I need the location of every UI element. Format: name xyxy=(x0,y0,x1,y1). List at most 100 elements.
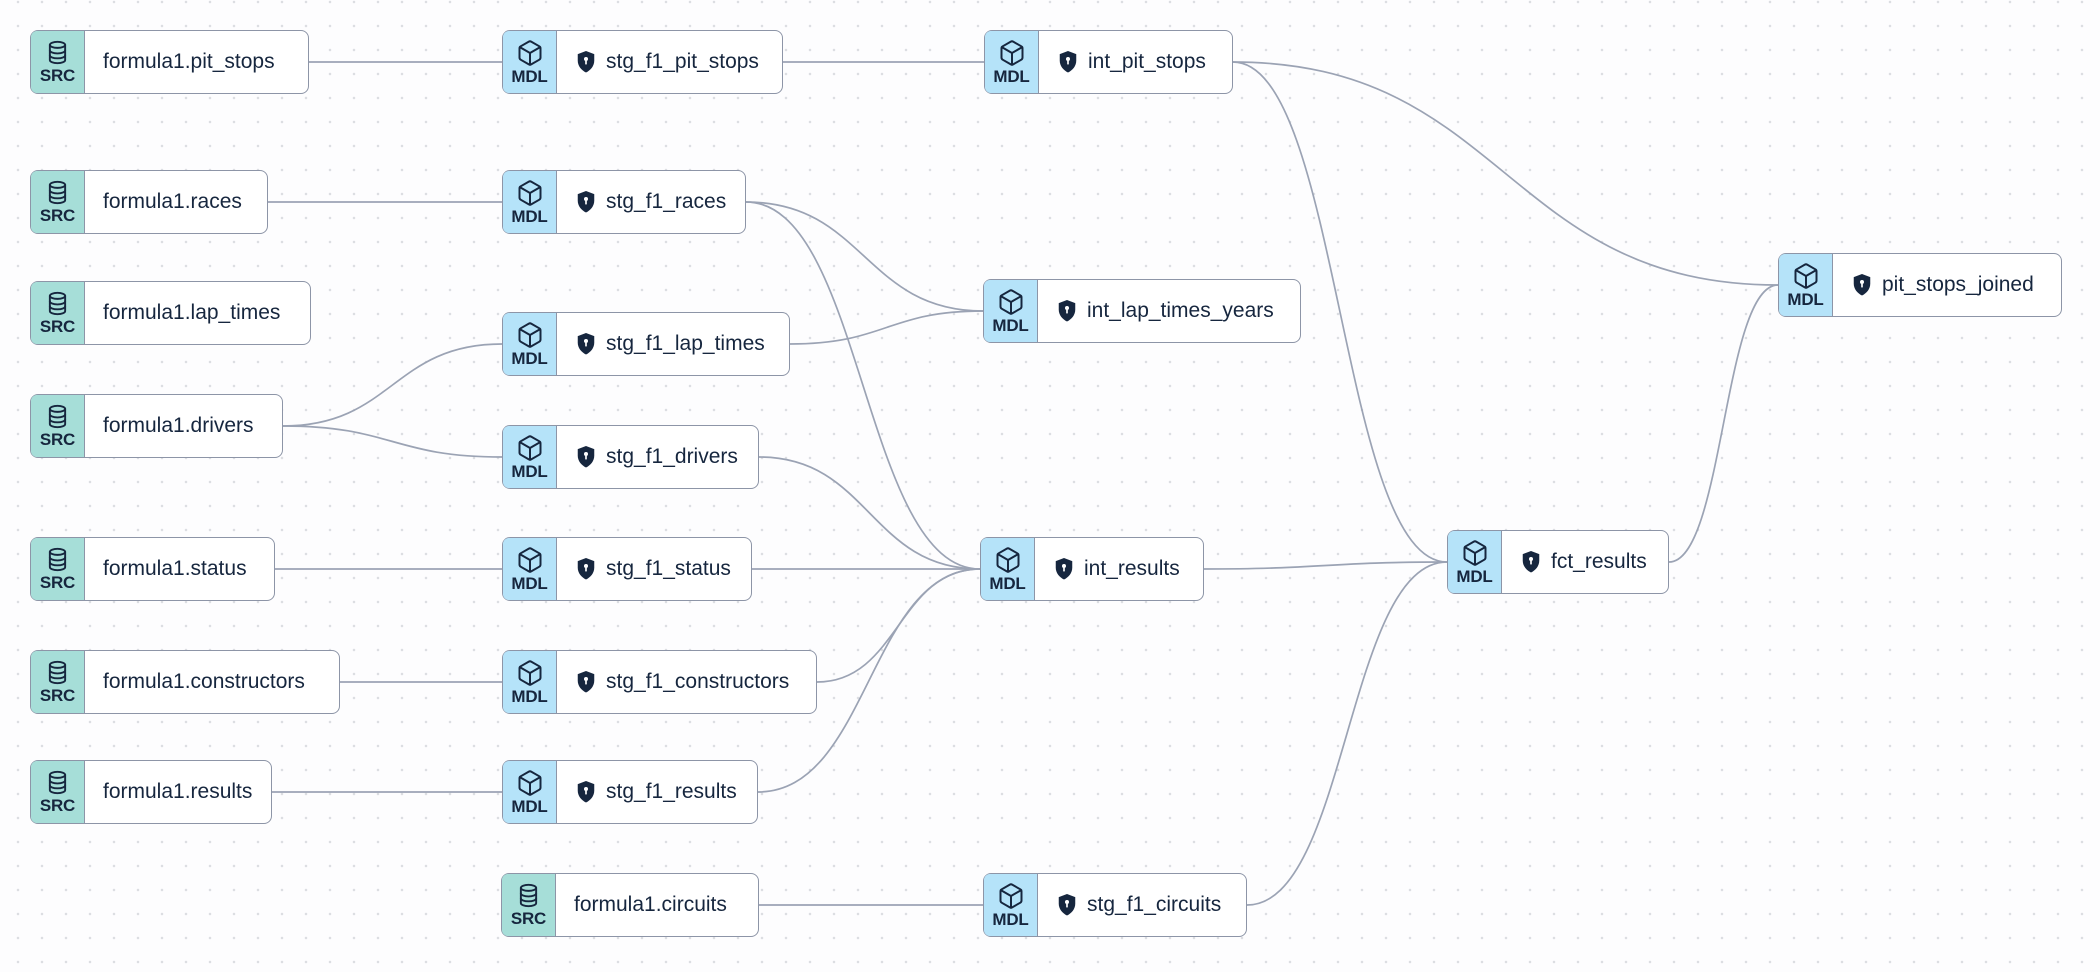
badge-label: SRC xyxy=(39,317,76,336)
node-stg_f1_results[interactable]: MDL stg_f1_results xyxy=(502,760,758,824)
model-type-badge: MDL xyxy=(981,538,1035,600)
node-formula1.results[interactable]: SRC formula1.results xyxy=(30,760,272,824)
node-stg_f1_constructors[interactable]: MDL stg_f1_constructors xyxy=(502,650,817,714)
node-body: formula1.results xyxy=(85,761,271,823)
source-type-badge: SRC xyxy=(31,538,85,600)
badge-label: MDL xyxy=(1787,289,1824,309)
source-type-badge: SRC xyxy=(31,395,85,457)
model-type-badge: MDL xyxy=(503,651,557,713)
model-type-badge: MDL xyxy=(503,31,557,93)
model-type-badge: MDL xyxy=(503,538,557,600)
cube-icon xyxy=(518,769,541,796)
shield-icon xyxy=(1058,894,1076,916)
shield-icon xyxy=(1059,51,1077,73)
model-type-badge: MDL xyxy=(503,426,557,488)
node-body: stg_f1_results xyxy=(557,761,757,823)
database-icon xyxy=(519,883,538,908)
node-label: formula1.lap_times xyxy=(103,301,281,324)
badge-label: MDL xyxy=(511,348,548,368)
edge-int_pit_stops-to-pit_stops_joined xyxy=(1232,61,1779,286)
source-type-badge: SRC xyxy=(31,171,85,233)
cube-icon xyxy=(518,39,541,66)
node-body: int_results xyxy=(1035,538,1203,600)
node-label: fct_results xyxy=(1551,550,1647,573)
node-body: stg_f1_status xyxy=(557,538,751,600)
node-formula1.constructors[interactable]: SRC formula1.constructors xyxy=(30,650,340,714)
node-label: stg_f1_constructors xyxy=(606,670,790,693)
source-type-badge: SRC xyxy=(31,761,85,823)
node-formula1.pit_stops[interactable]: SRC formula1.pit_stops xyxy=(30,30,309,94)
node-label: formula1.constructors xyxy=(103,670,305,693)
node-label: formula1.drivers xyxy=(103,414,254,437)
badge-label: MDL xyxy=(992,909,1029,929)
badge-label: MDL xyxy=(511,206,548,226)
node-label: formula1.results xyxy=(103,780,253,803)
node-label: stg_f1_drivers xyxy=(606,445,738,468)
cube-icon xyxy=(996,546,1019,573)
edge-int_results-to-fct_results xyxy=(1203,561,1448,570)
shield-icon xyxy=(577,51,595,73)
edge-stg_f1_races-to-int_results xyxy=(745,201,981,570)
node-body: stg_f1_constructors xyxy=(557,651,816,713)
database-icon xyxy=(48,404,67,429)
shield-icon xyxy=(1058,300,1076,322)
shield-icon xyxy=(1055,558,1073,580)
shield-icon xyxy=(577,191,595,213)
edge-int_pit_stops-to-fct_results xyxy=(1232,61,1448,563)
edge-stg_f1_races-to-int_lap_times_years xyxy=(745,201,984,312)
database-icon xyxy=(48,291,67,316)
node-body: formula1.status xyxy=(85,538,274,600)
model-type-badge: MDL xyxy=(503,761,557,823)
edge-stg_f1_results-to-int_results xyxy=(757,568,981,793)
node-formula1.lap_times[interactable]: SRC formula1.lap_times xyxy=(30,281,311,345)
node-label: int_lap_times_years xyxy=(1087,299,1274,322)
model-type-badge: MDL xyxy=(503,171,557,233)
node-formula1.circuits[interactable]: SRC formula1.circuits xyxy=(501,873,759,937)
node-formula1.races[interactable]: SRC formula1.races xyxy=(30,170,268,234)
badge-label: SRC xyxy=(39,66,76,85)
edge-stg_f1_circuits-to-fct_results xyxy=(1246,561,1448,906)
edge-formula1.drivers-to-stg_f1_drivers xyxy=(282,425,503,458)
badge-label: MDL xyxy=(989,573,1026,593)
node-stg_f1_drivers[interactable]: MDL stg_f1_drivers xyxy=(502,425,759,489)
node-label: formula1.races xyxy=(103,190,242,213)
cube-icon xyxy=(518,546,541,573)
model-type-badge: MDL xyxy=(1448,531,1502,593)
cube-icon xyxy=(518,434,541,461)
node-int_results[interactable]: MDL int_results xyxy=(980,537,1204,601)
edge-fct_results-to-pit_stops_joined xyxy=(1668,284,1779,563)
badge-label: SRC xyxy=(510,909,547,928)
node-label: stg_f1_races xyxy=(606,190,727,213)
shield-icon xyxy=(1853,274,1871,296)
shield-icon xyxy=(577,558,595,580)
node-body: formula1.pit_stops xyxy=(85,31,308,93)
database-icon xyxy=(48,547,67,572)
node-fct_results[interactable]: MDL fct_results xyxy=(1447,530,1669,594)
badge-label: SRC xyxy=(39,686,76,705)
node-formula1.drivers[interactable]: SRC formula1.drivers xyxy=(30,394,283,458)
cube-icon xyxy=(1000,39,1023,66)
database-icon xyxy=(48,770,67,795)
model-type-badge: MDL xyxy=(984,874,1038,936)
node-body: formula1.circuits xyxy=(556,874,758,936)
node-body: fct_results xyxy=(1502,531,1668,593)
node-body: stg_f1_drivers xyxy=(557,426,758,488)
node-stg_f1_races[interactable]: MDL stg_f1_races xyxy=(502,170,746,234)
source-type-badge: SRC xyxy=(31,282,85,344)
badge-label: SRC xyxy=(39,796,76,815)
badge-label: MDL xyxy=(1456,566,1493,586)
badge-label: MDL xyxy=(511,796,548,816)
node-body: int_lap_times_years xyxy=(1038,280,1300,342)
badge-label: SRC xyxy=(39,206,76,225)
source-type-badge: SRC xyxy=(31,651,85,713)
node-label: int_results xyxy=(1084,557,1180,580)
